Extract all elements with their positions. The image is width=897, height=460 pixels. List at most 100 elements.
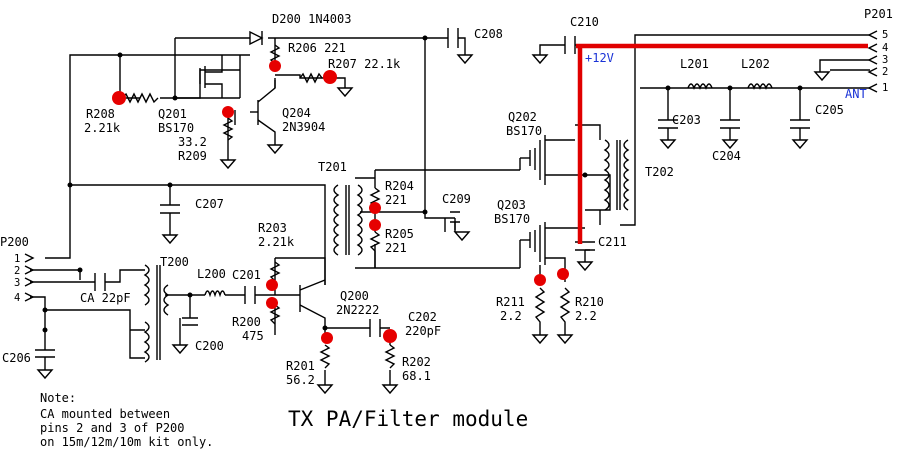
label-l200: L200 (197, 267, 226, 281)
diagram-title: TX PA/Filter module (288, 407, 528, 431)
label-p201-pin1: 1 (882, 82, 888, 94)
label-t202: T202 (645, 165, 674, 179)
c202-capacitor-symbol (369, 319, 381, 337)
q202-mosfet-symbol (529, 148, 536, 170)
c210-capacitor-symbol (564, 36, 576, 54)
label-r202-value: 68.1 (402, 369, 431, 383)
label-r204: R204 (385, 179, 414, 193)
label-l202: L202 (741, 57, 770, 71)
label-p200-pin2: 2 (14, 265, 20, 277)
r201-resistor-symbol (319, 344, 331, 369)
label-r200-value: 475 (242, 329, 264, 343)
label-r210-value: 2.2 (575, 309, 597, 323)
test-points (112, 60, 569, 344)
note-block: Note: CA mounted between pins 2 and 3 of… (40, 391, 213, 449)
r202-resistor-symbol (384, 344, 396, 369)
c204-capacitor-symbol (720, 119, 740, 140)
c203-capacitor-symbol (658, 119, 678, 140)
r208-resistor-symbol (121, 92, 159, 104)
test-point-r208 (112, 91, 126, 105)
test-point-r210 (557, 268, 569, 280)
label-r203: R203 (258, 221, 287, 235)
c208-capacitor-symbol (447, 28, 459, 48)
label-r206: R206 221 (288, 41, 346, 55)
r205-resistor-symbol (369, 231, 381, 268)
label-r209-value: 33.2 (178, 135, 207, 149)
label-q200: Q200 (340, 289, 369, 303)
note-line-1: CA mounted between (40, 407, 170, 421)
r207-resistor-symbol (299, 72, 323, 84)
label-r211: R211 (496, 295, 525, 309)
ca-capacitor-symbol (94, 273, 106, 291)
c205-capacitor-symbol (790, 119, 810, 140)
test-point-r206 (269, 60, 281, 72)
p201-connector-symbol (867, 30, 878, 93)
label-q204: Q204 (282, 106, 311, 120)
label-c204: C204 (712, 149, 741, 163)
t200-transformer-symbol (143, 264, 170, 363)
label-ant: ANT (845, 87, 867, 101)
label-p200-pin3: 3 (14, 277, 20, 289)
r209-resistor-symbol (222, 112, 234, 141)
c201-capacitor-symbol (244, 286, 256, 304)
label-plus-12v: +12V (585, 51, 614, 65)
label-p200: P200 (0, 235, 29, 249)
label-p201: P201 (864, 7, 893, 21)
d200-diode-symbol (249, 30, 264, 46)
label-r203-value: 2.21k (258, 235, 295, 249)
label-q203-part: BS170 (494, 212, 530, 226)
label-q201-part: BS170 (158, 121, 194, 135)
junction-dots (42, 35, 803, 333)
label-c205: C205 (815, 103, 844, 117)
r200-resistor-symbol (269, 304, 281, 325)
wires (30, 34, 870, 385)
label-r201-value: 56.2 (286, 373, 315, 387)
q201-mosfet-symbol (199, 55, 223, 98)
label-d200: D200 1N4003 (272, 12, 351, 26)
label-c206: C206 (2, 351, 31, 365)
p200-connector-symbol (24, 253, 35, 302)
label-p200-pin4: 4 (14, 292, 20, 304)
label-ca: CA 22pF (80, 291, 131, 305)
note-line-2: pins 2 and 3 of P200 (40, 421, 185, 435)
label-r201: R201 (286, 359, 315, 373)
label-c207: C207 (195, 197, 224, 211)
label-p201-pin2: 2 (882, 66, 888, 78)
label-c201: C201 (232, 268, 261, 282)
r206-resistor-symbol (269, 44, 281, 64)
label-q202: Q202 (508, 110, 537, 124)
test-point-q204 (222, 106, 234, 118)
label-r205: R205 (385, 227, 414, 241)
r210-resistor-symbol (559, 287, 571, 330)
l200-inductor-symbol (204, 290, 226, 298)
t202-transformer-symbol (603, 139, 630, 211)
label-q204-part: 2N3904 (282, 120, 325, 134)
q203-mosfet-symbol (529, 230, 536, 252)
label-c211: C211 (598, 235, 627, 249)
label-r208-value: 2.21k (84, 121, 121, 135)
label-p201-pin3: 3 (882, 54, 888, 66)
label-l201: L201 (680, 57, 709, 71)
test-point-r201 (321, 332, 333, 344)
label-r208: R208 (86, 107, 115, 121)
label-r211-value: 2.2 (500, 309, 522, 323)
label-c202: C202 (408, 310, 437, 324)
r211-resistor-symbol (534, 287, 546, 330)
note-heading: Note: (40, 391, 76, 405)
label-c210: C210 (570, 15, 599, 29)
l202-inductor-symbol (747, 83, 773, 90)
component-labels: D200 1N4003 R206 221 R207 22.1k C208 C21… (0, 7, 893, 387)
label-r204-value: 221 (385, 193, 407, 207)
l201-inductor-symbol (687, 83, 713, 90)
note-line-3: on 15m/12m/10m kit only. (40, 435, 213, 449)
label-p201-pin4: 4 (882, 42, 888, 54)
label-q201: Q201 (158, 107, 187, 121)
test-point-r200 (266, 297, 278, 309)
test-point-r204 (369, 202, 381, 214)
label-r207: R207 22.1k (328, 57, 401, 71)
label-c208: C208 (474, 27, 503, 41)
label-r205-value: 221 (385, 241, 407, 255)
test-point-c202 (383, 329, 397, 343)
c207-capacitor-symbol (160, 204, 180, 235)
